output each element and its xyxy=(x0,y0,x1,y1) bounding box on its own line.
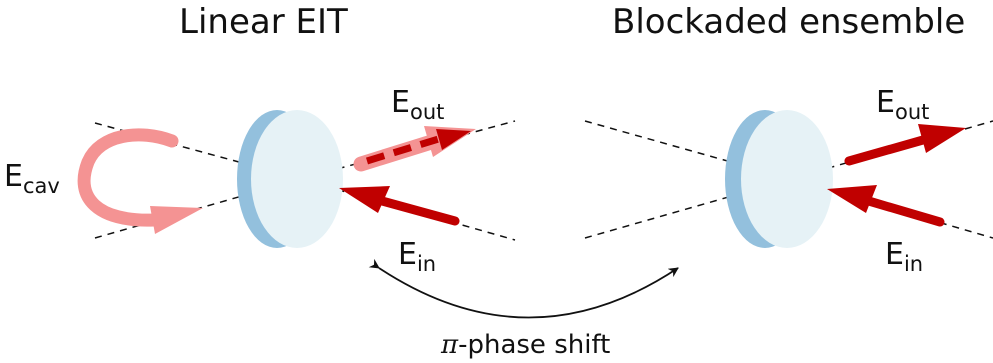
left-output-label-sub: out xyxy=(409,100,445,124)
right-output-field-arrow xyxy=(844,124,966,166)
right-panel xyxy=(584,110,993,248)
left-beam-axis-upper-out xyxy=(299,120,516,180)
right-input-label-base: E xyxy=(885,237,904,272)
right-panel-title: Blockaded ensemble xyxy=(612,2,966,42)
left-mirror xyxy=(237,110,343,248)
cavity-field-arrow xyxy=(77,128,203,234)
cavity-field-label-sub: cav xyxy=(22,174,60,198)
cavity-field-label: Ecav xyxy=(4,160,60,203)
right-input-label-sub: in xyxy=(903,252,924,276)
phase-shift-text: -phase shift xyxy=(458,330,611,360)
left-output-label-base: E xyxy=(391,85,410,120)
left-input-field-label: Ein xyxy=(398,238,436,281)
right-mirror xyxy=(725,110,833,248)
right-input-field-label: Ein xyxy=(885,238,923,281)
left-input-field-arrow xyxy=(339,186,460,226)
left-panel xyxy=(77,110,516,248)
left-panel-title: Linear EIT xyxy=(179,2,348,42)
cavity-field-label-base: E xyxy=(4,159,23,194)
phase-shift-caption: π-phase shift xyxy=(441,330,610,360)
left-output-field-label: Eout xyxy=(391,86,444,129)
left-output-field-arrow xyxy=(353,126,476,172)
left-input-label-base: E xyxy=(398,237,417,272)
phase-shift-arrow xyxy=(368,258,679,319)
left-input-label-sub: in xyxy=(416,252,437,276)
pi-symbol: π xyxy=(441,330,459,360)
right-output-label-sub: out xyxy=(894,100,930,124)
left-beam-axis-lower-out xyxy=(299,178,516,241)
right-input-field-arrow xyxy=(827,185,945,227)
right-output-field-label: Eout xyxy=(876,86,929,129)
right-output-label-base: E xyxy=(876,85,895,120)
